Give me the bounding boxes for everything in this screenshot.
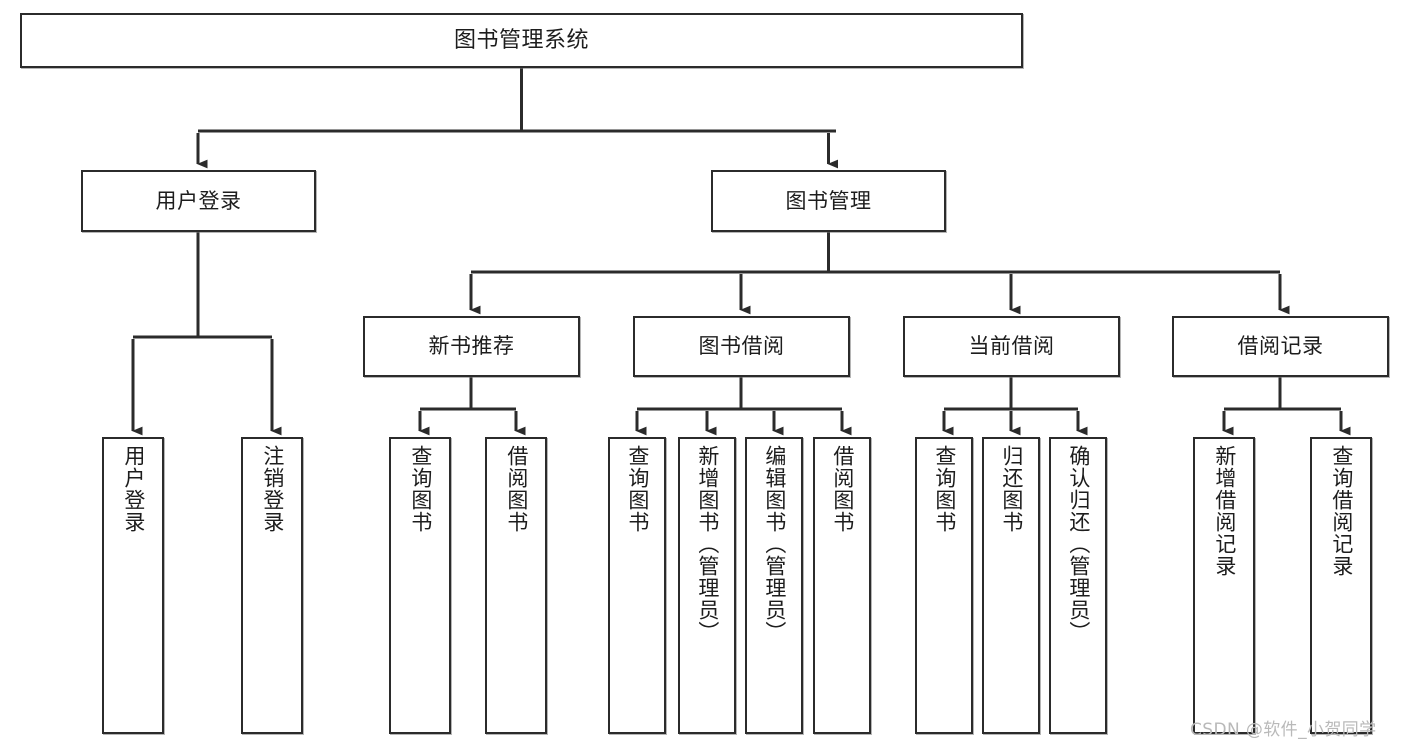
node-new-book-recommend[interactable]: 新书推荐 [363, 316, 580, 377]
leaf-query-book-3[interactable]: 查询图书 [915, 437, 973, 734]
leaf-borrow-book-1[interactable]: 借阅图书 [485, 437, 547, 734]
leaf-logout-login-label: 注销登录 [260, 445, 285, 533]
leaf-query-book-2-label: 查询图书 [625, 445, 650, 533]
leaf-borrow-book-2[interactable]: 借阅图书 [813, 437, 871, 734]
leaf-return-book-label: 归还图书 [999, 445, 1024, 533]
leaf-query-book-1-label: 查询图书 [408, 445, 433, 533]
leaf-add-book[interactable]: 新增图书（管理员） [678, 437, 736, 734]
leaf-query-record[interactable]: 查询借阅记录 [1310, 437, 1372, 734]
node-book-borrow[interactable]: 图书借阅 [633, 316, 850, 377]
leaf-query-record-label: 查询借阅记录 [1329, 445, 1354, 577]
leaf-query-book-2[interactable]: 查询图书 [608, 437, 666, 734]
leaf-add-record-label: 新增借阅记录 [1212, 445, 1237, 577]
node-root[interactable]: 图书管理系统 [20, 13, 1023, 68]
node-current-borrow-label: 当前借阅 [968, 334, 1055, 359]
leaf-edit-book[interactable]: 编辑图书（管理员） [745, 437, 803, 734]
leaf-borrow-book-2-label: 借阅图书 [830, 445, 855, 533]
leaf-return-book[interactable]: 归还图书 [982, 437, 1040, 734]
node-new-book-recommend-label: 新书推荐 [428, 334, 515, 359]
node-book-manage-label: 图书管理 [785, 188, 872, 213]
leaf-user-login[interactable]: 用户登录 [102, 437, 164, 734]
node-current-borrow[interactable]: 当前借阅 [903, 316, 1120, 377]
leaf-add-record[interactable]: 新增借阅记录 [1193, 437, 1255, 734]
leaf-add-book-label: 新增图书（管理员） [695, 445, 720, 643]
csdn-watermark: CSDN @软件_小贺同学 [1190, 720, 1377, 740]
node-user-login[interactable]: 用户登录 [81, 170, 316, 232]
node-book-borrow-label: 图书借阅 [698, 334, 785, 359]
node-book-manage[interactable]: 图书管理 [711, 170, 946, 232]
node-user-login-label: 用户登录 [155, 188, 242, 213]
leaf-edit-book-label: 编辑图书（管理员） [762, 445, 787, 643]
leaf-query-book-3-label: 查询图书 [932, 445, 957, 533]
leaf-logout-login[interactable]: 注销登录 [241, 437, 303, 734]
node-borrow-record[interactable]: 借阅记录 [1172, 316, 1389, 377]
node-root-label: 图书管理系统 [453, 27, 589, 53]
leaf-query-book-1[interactable]: 查询图书 [389, 437, 451, 734]
leaf-confirm-return[interactable]: 确认归还（管理员） [1049, 437, 1107, 734]
leaf-confirm-return-label: 确认归还（管理员） [1066, 445, 1091, 643]
leaf-borrow-book-1-label: 借阅图书 [504, 445, 529, 533]
leaf-user-login-label: 用户登录 [121, 445, 146, 533]
node-borrow-record-label: 借阅记录 [1237, 334, 1324, 359]
